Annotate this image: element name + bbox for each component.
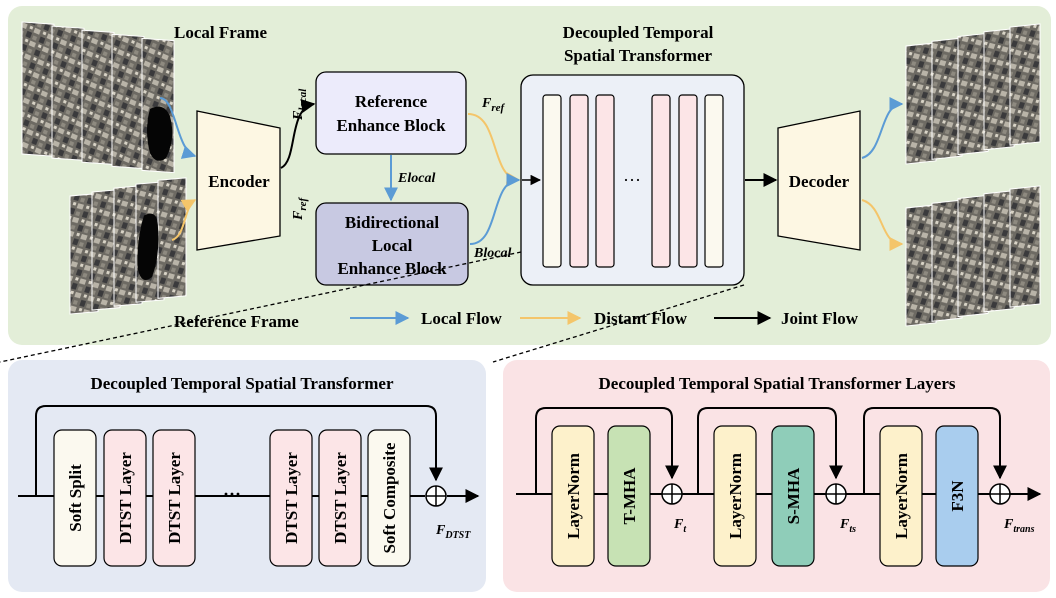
svg-text:Soft Split: Soft Split bbox=[66, 464, 85, 532]
f-ts-label: Fts bbox=[839, 517, 856, 535]
local-frame-label: Local Frame bbox=[174, 23, 267, 42]
svg-text:F3N: F3N bbox=[948, 480, 967, 512]
br-block-layernorm-1: LayerNorm bbox=[551, 425, 595, 567]
encoder-label: Encoder bbox=[208, 172, 270, 191]
svg-text:LayerNorm: LayerNorm bbox=[564, 453, 583, 539]
bidirectional-local-enhance-block bbox=[315, 202, 469, 286]
decoder-label: Decoder bbox=[789, 172, 850, 191]
br-sum-node-t bbox=[661, 483, 683, 505]
reference-block-line-1: Reference bbox=[355, 92, 428, 111]
bl-block-dtst-layer: DTST Layer bbox=[318, 429, 362, 567]
svg-text:DTST Layer: DTST Layer bbox=[282, 452, 301, 544]
transformer-layer-bar bbox=[569, 94, 589, 268]
br-skip-2 bbox=[697, 407, 843, 494]
reference-block-line-2: Enhance Block bbox=[336, 116, 446, 135]
svg-text:T-MHA: T-MHA bbox=[620, 467, 639, 525]
svg-text:DTST Layer: DTST Layer bbox=[165, 452, 184, 544]
legend-joint-flow-label: Joint Flow bbox=[781, 309, 859, 328]
encoder-trapezoid bbox=[196, 110, 281, 251]
transformer-layer-bar bbox=[678, 94, 698, 268]
f-local-label: Flocal bbox=[291, 88, 309, 121]
bl-block-dtst-layer: DTST Layer bbox=[152, 429, 196, 567]
bl-block-soft-composite: Soft Composite bbox=[367, 429, 411, 567]
svg-text:DTST Layer: DTST Layer bbox=[116, 452, 135, 544]
f-dtst-label: FDTST bbox=[435, 523, 471, 541]
transformer-split-bar bbox=[542, 94, 562, 268]
br-sum-node-trans bbox=[989, 483, 1011, 505]
br-block-f3n: F3N bbox=[935, 425, 979, 567]
br-skip-3 bbox=[863, 407, 1007, 494]
transformer-title-line-1: Decoupled Temporal bbox=[563, 23, 714, 42]
svg-text:S-MHA: S-MHA bbox=[784, 467, 803, 524]
local-flow-out-of-decoder bbox=[861, 97, 904, 159]
local-flow-into-encoder bbox=[159, 97, 197, 159]
br-block-s-mha: S-MHA bbox=[771, 425, 815, 567]
svg-text:LayerNorm: LayerNorm bbox=[726, 453, 745, 539]
output-local-images bbox=[905, 23, 1041, 165]
reference-frame-images bbox=[69, 177, 187, 315]
svg-text:Fref: Fref bbox=[291, 196, 309, 221]
f-ref-right-label: Fref bbox=[481, 96, 506, 114]
elocal-label: Elocal bbox=[397, 171, 435, 186]
blocal-label: Blocal bbox=[473, 246, 511, 261]
br-block-layernorm-3: LayerNorm bbox=[879, 425, 923, 567]
reference-enhance-block bbox=[315, 71, 467, 155]
transformer-layer-bar bbox=[595, 94, 615, 268]
transformer-composite-bar bbox=[704, 94, 724, 268]
br-block-layernorm-2: LayerNorm bbox=[713, 425, 757, 567]
br-sum-node-ts bbox=[825, 483, 847, 505]
svg-text:DTST Layer: DTST Layer bbox=[331, 452, 350, 544]
bl-block-dtst-layer: DTST Layer bbox=[269, 429, 313, 567]
br-block-t-mha: T-MHA bbox=[607, 425, 651, 567]
f-ref-left-label: Fref bbox=[291, 196, 309, 221]
transformer-title-line-2: Spatial Transformer bbox=[564, 46, 713, 65]
zoom-line-left bbox=[0, 251, 522, 363]
skip-connection bbox=[35, 405, 443, 496]
svg-text:Soft Composite: Soft Composite bbox=[380, 442, 399, 553]
svg-text:LayerNorm: LayerNorm bbox=[892, 453, 911, 539]
mask-blob bbox=[137, 213, 159, 281]
f-trans-label: Ftrans bbox=[1003, 517, 1035, 535]
sum-node bbox=[425, 485, 447, 507]
br-skip-1 bbox=[535, 407, 679, 494]
bottom-left-title: Decoupled Temporal Spatial Transformer bbox=[90, 374, 393, 393]
legend: Local Flow Distant Flow Joint Flow bbox=[350, 309, 859, 328]
legend-local-flow-label: Local Flow bbox=[421, 309, 502, 328]
legend-distant-flow-label: Distant Flow bbox=[594, 309, 688, 328]
output-distant-images bbox=[905, 185, 1041, 327]
distant-flow-out-of-decoder bbox=[861, 199, 904, 251]
mask-blob bbox=[147, 106, 173, 161]
bl-block-dtst-layer: DTST Layer bbox=[103, 429, 147, 567]
reference-frame-label: Reference Frame bbox=[174, 312, 299, 331]
svg-text:Flocal: Flocal bbox=[291, 88, 309, 121]
zoom-line-right bbox=[492, 284, 745, 363]
encoder-to-reference-arrow bbox=[280, 99, 316, 169]
distant-flow-into-encoder bbox=[171, 199, 197, 241]
transformer-layer-bar bbox=[651, 94, 671, 268]
bl-block-soft-split: Soft Split bbox=[53, 429, 97, 567]
transformer-ellipsis: ··· bbox=[623, 170, 641, 190]
decoder-trapezoid bbox=[777, 110, 861, 251]
bidirectional-block-line-3: Enhance Block bbox=[337, 259, 447, 278]
bl-ellipsis: ··· bbox=[223, 484, 241, 504]
bidirectional-block-line-1: Bidirectional bbox=[345, 213, 439, 232]
bottom-right-title: Decoupled Temporal Spatial Transformer L… bbox=[599, 374, 956, 393]
blocal-flow-into-transformer bbox=[469, 173, 521, 245]
local-frame-images bbox=[21, 21, 175, 174]
f-t-label: Ft bbox=[673, 517, 687, 535]
bidirectional-block-line-2: Local bbox=[372, 236, 413, 255]
